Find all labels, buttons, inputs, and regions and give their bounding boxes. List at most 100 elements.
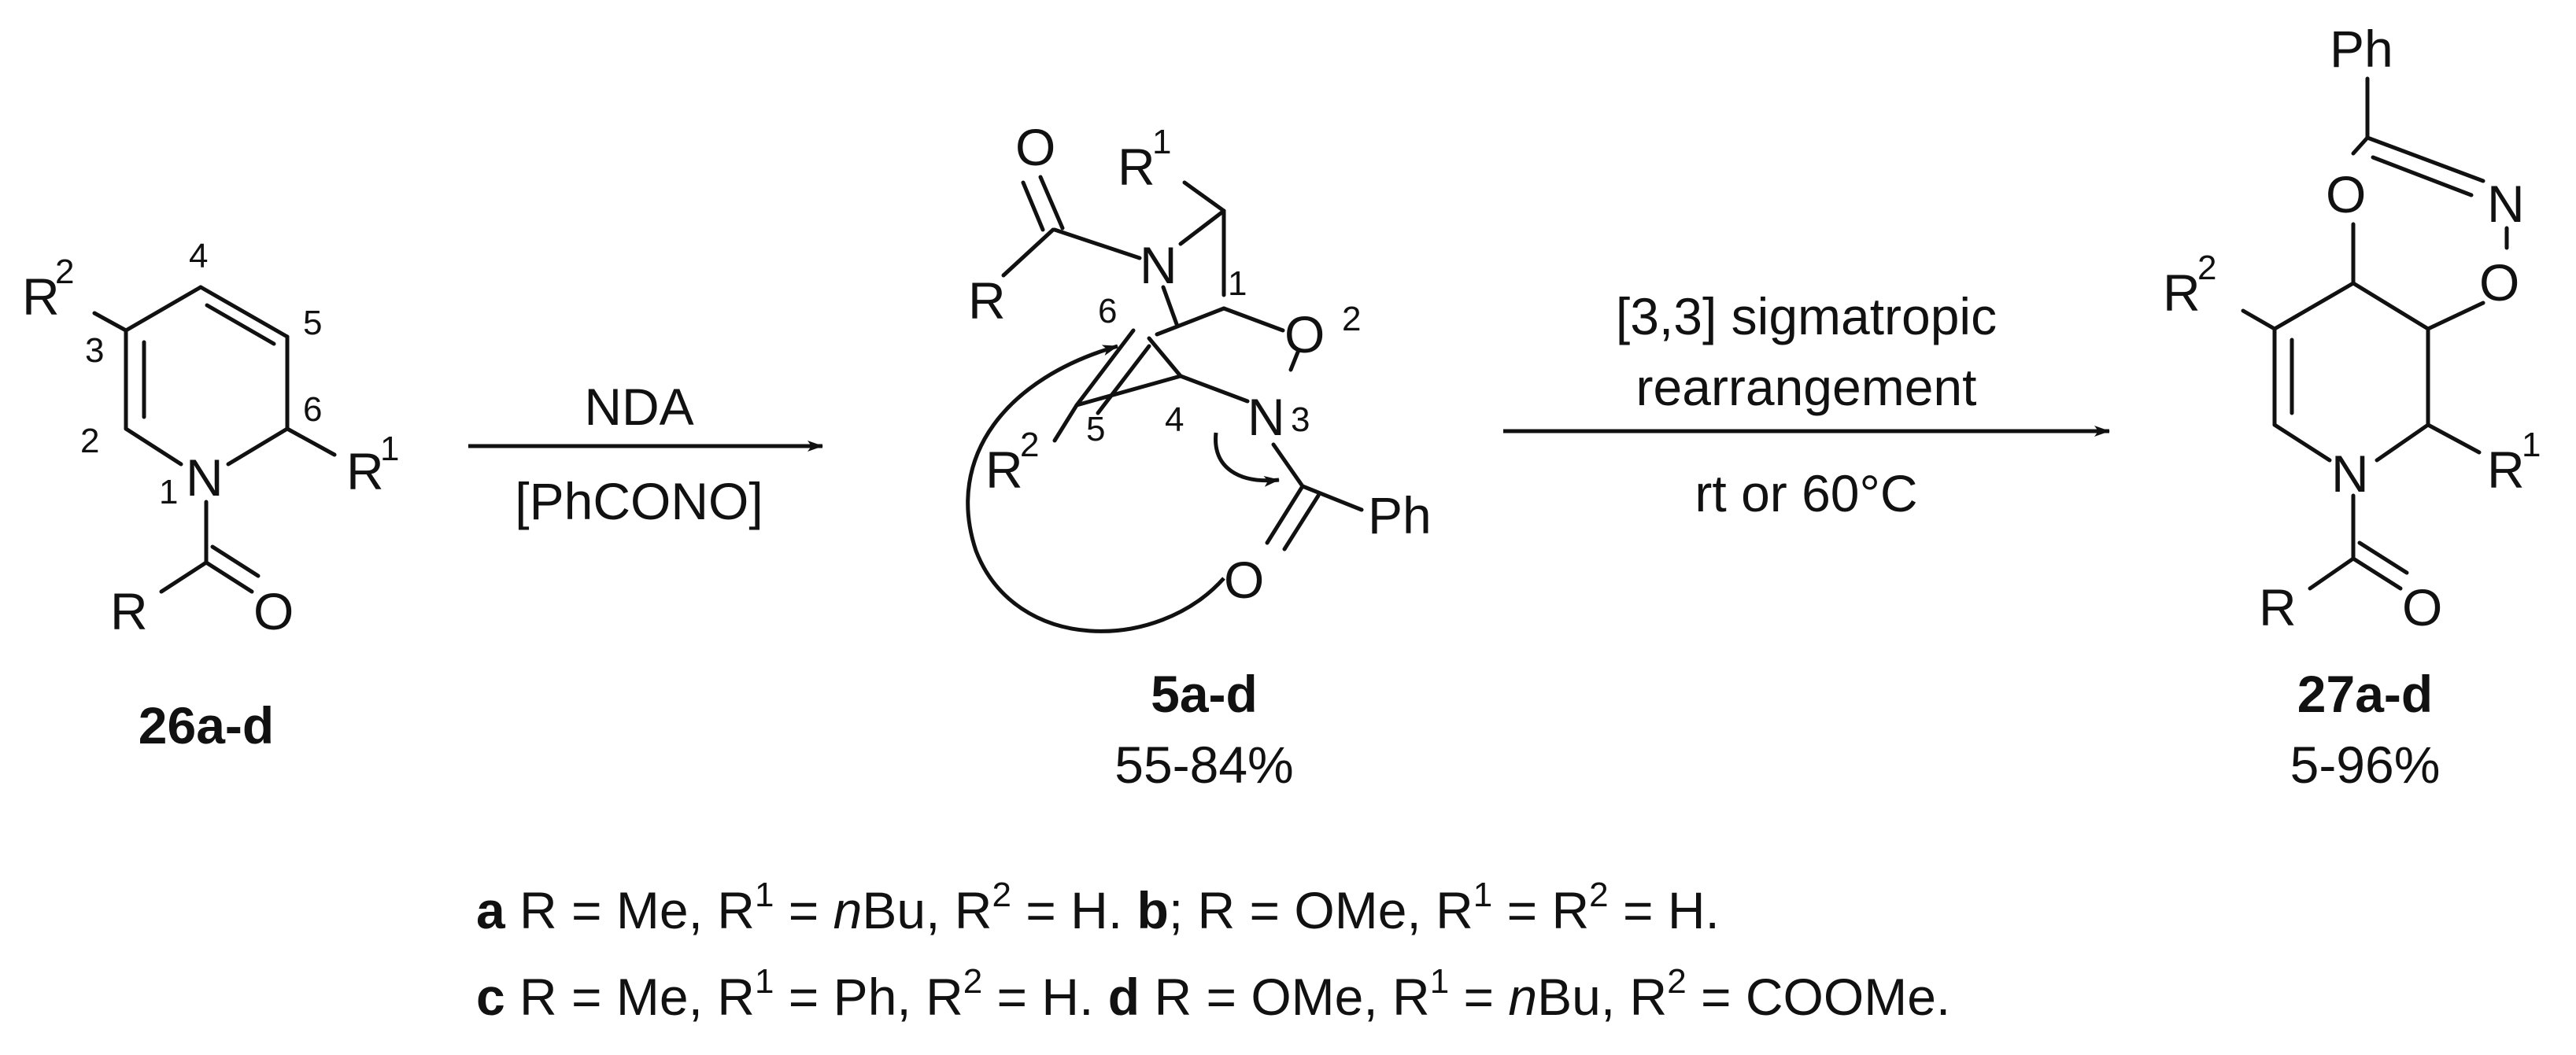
sup-27-r2: 2 <box>2197 249 2216 287</box>
ring-5-number-5: 5 <box>1086 410 1105 448</box>
bond-5-co-o2-double <box>1265 484 1305 545</box>
bond-5-n-ch2 <box>1178 208 1226 246</box>
bond-5-n-bridge <box>1161 285 1179 326</box>
sup-5-r2: 2 <box>1020 426 1039 464</box>
ring-number-2: 2 <box>80 422 99 460</box>
compound-label-26: 26a-d <box>139 696 274 754</box>
bond-5-co-o-double <box>1021 180 1045 232</box>
ring-5-number-3: 3 <box>1291 400 1310 439</box>
bond-5-co-ph <box>1300 484 1364 512</box>
bond-27-o-ch <box>2426 301 2485 331</box>
sup-27-r1: 1 <box>2522 426 2541 464</box>
bond-5-c5-r2 <box>1052 403 1079 443</box>
atom-27-o1: O <box>2326 165 2366 223</box>
atom-5-ph: Ph <box>1368 486 1432 544</box>
ring-number-4: 4 <box>189 237 208 275</box>
bond-27-co-o <box>2351 556 2403 591</box>
atom-n: N <box>186 448 224 507</box>
atom-r1: R <box>346 442 384 500</box>
atom-r2: R <box>22 267 60 326</box>
bond-5-c4-n3 <box>1178 374 1250 404</box>
bond-c4-c5-double <box>205 303 276 346</box>
reaction-arrow-2: [3,3] sigmatropic rearrangement rt or 60… <box>1503 287 2110 522</box>
sup-5-r1: 1 <box>1152 123 1171 161</box>
atom-o: O <box>253 582 294 640</box>
bond-5-c1-o2 <box>1221 306 1285 333</box>
arrow-2-condition-2: rearrangement <box>1636 358 1977 416</box>
bond-5-ch2-r1 <box>1182 180 1226 213</box>
atom-27-n: N <box>2487 175 2525 233</box>
bond-27-c5-r1 <box>2426 422 2482 455</box>
bond-27-c8-r2 <box>2241 308 2277 331</box>
bond-5-c1-c6 <box>1155 306 1226 337</box>
bond-27-n-c5 <box>2375 422 2430 463</box>
ring-5-number-1: 1 <box>1228 264 1247 303</box>
bond-c4-c5 <box>198 285 290 339</box>
bond-5-c5-c4 <box>1074 374 1183 408</box>
atom-5-n3: N <box>1247 388 1285 446</box>
atom-27-r: R <box>2259 578 2297 636</box>
atom-5-r2: R <box>985 441 1023 499</box>
atom-5-r: R <box>968 271 1006 330</box>
bond-27-ch-ch <box>2351 281 2430 331</box>
electron-arrow-large <box>966 344 1225 633</box>
ring-number-1: 1 <box>159 473 178 511</box>
compound-27-structure: Ph O N O R 2 N R 1 R O 27a-d 5-96% <box>2163 20 2541 794</box>
bond-27-c7-n <box>2272 422 2332 463</box>
bond-27-c8a-c8 <box>2272 281 2356 331</box>
atom-5-o-benzoyl: O <box>1224 551 1264 609</box>
electron-arrow-small <box>1214 432 1280 487</box>
substituent-legend: a R = Me, R1 = nBu, R2 = H. b; R = OMe, … <box>476 876 1950 1026</box>
atom-27-r2: R <box>2163 264 2201 322</box>
bond-carbonyl-r <box>159 560 209 594</box>
arrow-1-reagent-bracket: [PhCONO] <box>515 472 763 530</box>
atom-27-o2: O <box>2479 253 2519 312</box>
arrow-1-reagent: NDA <box>584 378 693 436</box>
atom-5-o-acyl: O <box>1015 118 1055 176</box>
substituent-line-2: c R = Me, R1 = Ph, R2 = H. d R = OMe, R1… <box>476 962 1950 1026</box>
reaction-arrow-1: NDA [PhCONO] <box>468 378 823 530</box>
atom-27-ph: Ph <box>2330 20 2393 78</box>
bond-5-n3-o2 <box>1288 348 1301 372</box>
bond-5-c4-c6 <box>1147 336 1183 378</box>
ring-5-number-6: 6 <box>1098 292 1117 330</box>
arrow-2-condition-1: [3,3] sigmatropic <box>1616 287 1997 345</box>
bond-5-co-o2-double-b <box>1282 493 1321 551</box>
atom-27-n-ring: N <box>2331 445 2369 503</box>
bond-5-c6-c5 <box>1074 328 1136 408</box>
atom-5-r1: R <box>1118 138 1155 196</box>
bond-carbonyl-o <box>204 560 254 594</box>
bond-carbonyl-o-double <box>210 544 261 578</box>
arrow-2-condition-3: rt or 60°C <box>1695 464 1917 522</box>
atom-5-o2: O <box>1284 305 1325 363</box>
bond-27-c-n-double <box>2371 155 2474 197</box>
compound-label-5: 5a-d <box>1151 665 1258 723</box>
ring-5-number-4: 4 <box>1165 400 1184 439</box>
ring-number-6: 6 <box>303 390 322 429</box>
substituent-line-1: a R = Me, R1 = nBu, R2 = H. b; R = OMe, … <box>476 876 1720 939</box>
compound-yield-5: 55-84% <box>1114 736 1294 794</box>
bond-5-n3-co <box>1271 442 1305 489</box>
ring-5-number-2: 2 <box>1342 300 1361 338</box>
sup-2: 2 <box>55 253 74 291</box>
bond-5-co-r <box>1001 227 1055 278</box>
compound-5-structure: O R N R 1 O N R 2 Ph O 1 2 3 4 5 6 5a-d … <box>966 118 1432 794</box>
ring-number-5: 5 <box>303 304 322 342</box>
atom-5-n: N <box>1140 236 1177 294</box>
bond-27-co-r <box>2308 556 2356 591</box>
bond-27-co-o-double <box>2357 540 2409 575</box>
bond-n1-c2 <box>124 426 183 467</box>
sup-1: 1 <box>380 430 399 468</box>
compound-26-structure: N R 2 R 1 R O 1 2 3 4 5 6 26a-d <box>22 237 399 754</box>
bond-5-co-o <box>1038 175 1065 231</box>
bond-c6-n1 <box>226 426 290 467</box>
compound-yield-27: 5-96% <box>2290 736 2441 794</box>
bond-c3-r2 <box>92 311 128 333</box>
bond-c6-r1 <box>285 426 337 457</box>
bond-27-c-n <box>2365 135 2485 183</box>
bond-c3-c4 <box>124 285 203 333</box>
atom-r: R <box>110 582 148 640</box>
bond-5-co-n <box>1052 227 1142 260</box>
compound-label-27: 27a-d <box>2297 665 2433 723</box>
